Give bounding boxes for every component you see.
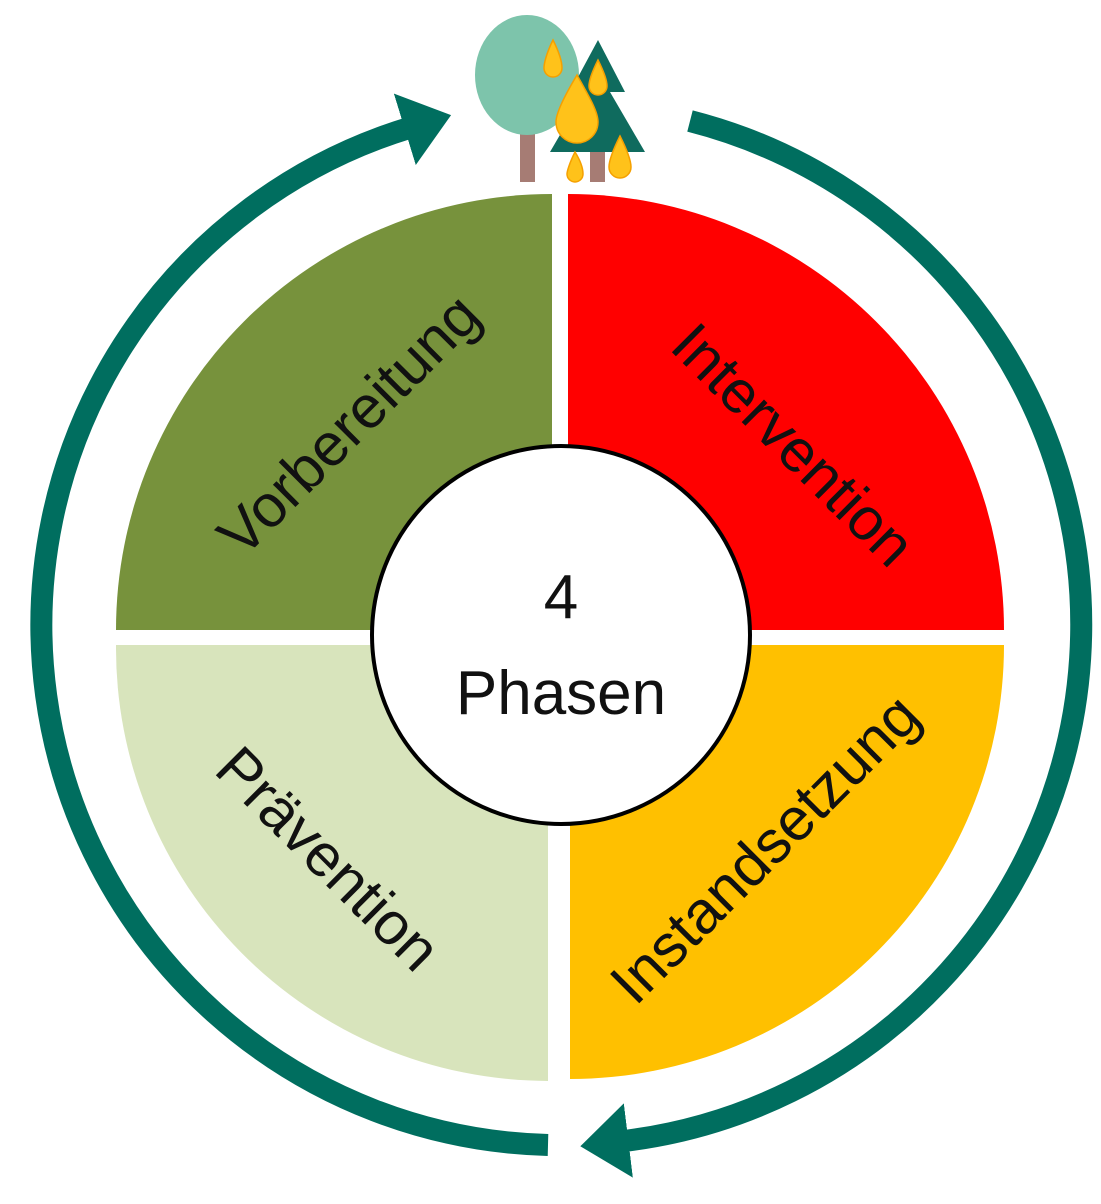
center-circle [370,444,752,826]
center-label: Phasen [456,659,666,728]
cycle-arrow-right [580,110,1093,1178]
forest-fire-icon [475,15,645,183]
cycle-arrow-left [30,93,549,1156]
center-number: 4 [544,563,578,632]
